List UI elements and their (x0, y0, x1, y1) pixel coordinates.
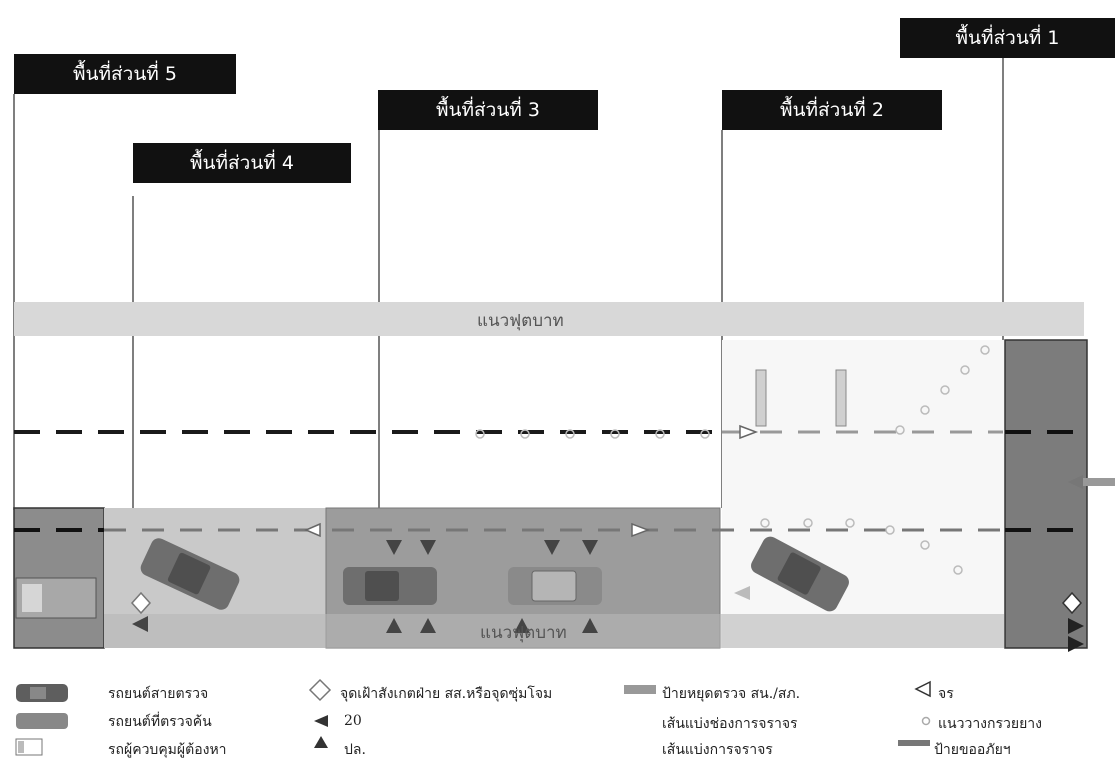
warning-sign (1083, 478, 1115, 486)
legend-cone-icon (921, 716, 931, 726)
count-marker (1068, 636, 1084, 652)
legend-observation: จุดเฝ้าสังเกตฝ่าย สส.หรือจุดซุ่มโจม (340, 686, 553, 702)
stop-sign-post (835, 369, 847, 427)
legend-cone-line: แนววางกรวยยาง (938, 716, 1042, 732)
sidewalk-top (14, 302, 1084, 336)
cone-line (475, 345, 990, 575)
legend-patrol-car-icon (16, 684, 68, 702)
direction-arrow (304, 522, 321, 538)
stop-sign-post (755, 369, 767, 427)
legend-count: 20 (344, 713, 362, 729)
sidewalk-bottom (104, 614, 1004, 648)
legend-warning-sign-icon (898, 740, 930, 746)
sidewalk-top-label: แนวฟุตบาท (477, 311, 564, 331)
legend-traffic-line: เส้นแบ่งการจราจร (662, 742, 773, 758)
legend-direction: จร (938, 686, 954, 702)
sidewalk-bottom-label: แนวฟุตบาท (480, 623, 567, 643)
zone-1-label: พื้นที่ส่วนที่ 1 (900, 18, 1115, 58)
suspect-vehicle (15, 577, 97, 619)
legend-lane-divider: เส้นแบ่งช่องการจราจร (662, 716, 798, 732)
zone-5-label: พื้นที่ส่วนที่ 5 (14, 54, 236, 94)
legend-warning-sign: ป้ายขออภัยฯ (934, 742, 1011, 758)
zone-2-label: พื้นที่ส่วนที่ 2 (722, 90, 942, 130)
direction-arrow (739, 424, 759, 440)
officer-markers (386, 540, 598, 633)
legend-stop-sign: ป้ายหยุดตรวจ สน./สภ. (662, 686, 801, 702)
legend-checked-car-icon (16, 713, 68, 729)
legend-police: ปล. (344, 742, 366, 758)
count-marker (132, 616, 148, 632)
legend-suspect-vehicle-icon (15, 738, 43, 756)
legend-patrol-car: รถยนต์สายตรวจ (108, 686, 209, 702)
checked-car (343, 567, 437, 605)
direction-arrow (631, 522, 651, 538)
legend-observation-icon (308, 678, 332, 702)
legend-count-icon (314, 715, 328, 727)
legend-direction-icon (914, 680, 931, 698)
zone-3-label: พื้นที่ส่วนที่ 3 (378, 90, 598, 130)
direction-arrow (734, 586, 750, 600)
patrol-car (751, 536, 849, 612)
patrol-car (140, 538, 240, 610)
count-marker (1068, 618, 1084, 634)
legend-stop-sign-icon (624, 685, 656, 694)
legend-checked-car: รถยนต์ที่ตรวจค้น (108, 714, 212, 730)
observation-point (130, 591, 152, 615)
legend-suspect-vehicle: รถผู้ควบคุมผู้ต้องหา (108, 742, 227, 758)
zone2-box (722, 340, 1004, 648)
observation-point (1061, 591, 1083, 615)
zone-4-label: พื้นที่ส่วนที่ 4 (133, 143, 351, 183)
direction-arrow (1068, 475, 1083, 489)
legend-police-icon (314, 736, 328, 748)
checked-car (508, 567, 602, 605)
